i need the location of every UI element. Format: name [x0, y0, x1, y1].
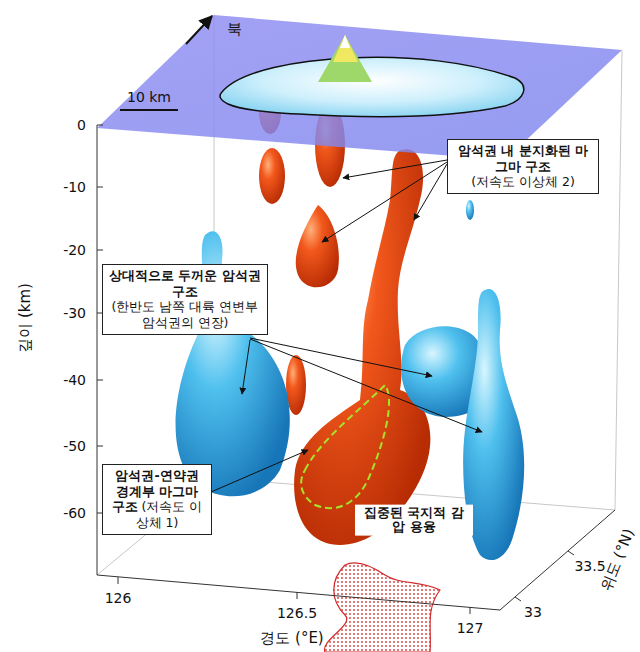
lithosphere-blob [466, 200, 474, 220]
magma-blob [259, 148, 285, 204]
tick-label: 0 [77, 117, 86, 133]
volcano-peak [318, 35, 372, 82]
melting-zone [325, 563, 440, 652]
callout-note: (한반도 남쪽 대륙 연변부 암석권의 연장) [108, 299, 262, 330]
tick-label: -50 [63, 438, 86, 454]
tick-label: 33.5 [574, 558, 605, 574]
tick-label: -30 [63, 305, 86, 321]
callout-box: 암석권 내 분지화된 마그마 구조(저속도 이상체 2) [447, 139, 599, 194]
callout-box: 암석권-연약권 경계부 마그마 구조(저속도 이상체 1) [102, 464, 212, 535]
tick-label: 126 [105, 590, 132, 606]
callout-note: (저속도 이상체 2) [453, 174, 593, 190]
tick-label: 33 [524, 604, 542, 620]
dashed-outline [301, 385, 389, 508]
tick-label: 126.5 [277, 605, 317, 621]
callout-heading: 상대적으로 두꺼운 암석권 구조 [108, 268, 262, 299]
axis-title: 경도 (°E) [260, 630, 323, 647]
scale-bar [120, 109, 178, 111]
tick-label: -60 [63, 505, 86, 521]
north-arrow [186, 16, 212, 44]
axis-lines [97, 125, 615, 614]
melting-label: 집중된 국지적 감압 용융 [355, 505, 473, 536]
scale-label: 10 km [127, 89, 171, 105]
magma-blob [296, 205, 339, 287]
callout-heading: 암석권 내 분지화된 마그마 구조 [453, 143, 593, 174]
box-edges [97, 15, 622, 575]
volcano-peak [340, 35, 350, 48]
north-label: 북 [227, 21, 242, 38]
callout-box: 상대적으로 두꺼운 암석권 구조(한반도 남쪽 대륙 연변부 암석권의 연장) [102, 264, 268, 335]
island-outline [220, 57, 524, 116]
axis-title: 깊이 (km) [17, 283, 34, 353]
volcano-peak [333, 35, 358, 62]
callout-note: (저속도 이상체 1) [136, 499, 203, 530]
tick-label: 127 [457, 620, 484, 636]
tick-label: -40 [63, 372, 86, 388]
tick-label: -20 [63, 242, 86, 258]
tick-label: -10 [63, 179, 86, 195]
